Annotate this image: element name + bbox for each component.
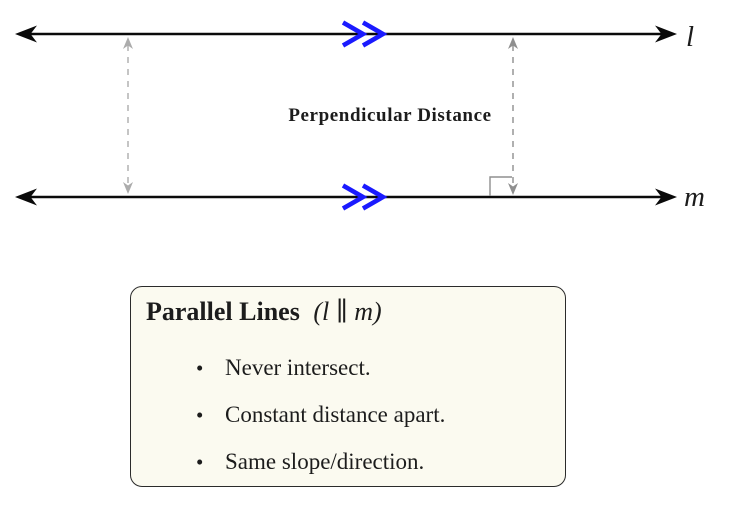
right-angle-mark [489,176,512,196]
line-l-left-arrow-icon [15,25,37,43]
distance-arrow-right [489,37,518,196]
parallel-mark-icon-l [341,20,388,48]
list-item: • Never intersect. [196,354,549,382]
parallel-mark-icon-m [341,183,388,211]
up-arrow-icon [123,37,133,49]
perpendicular-distance-label: Perpendicular Distance [288,105,491,126]
definition-box: Parallel Lines (l ∥ m) • Never intersect… [130,286,566,487]
line-m-label: m [684,181,705,213]
line-l-label: l [686,21,694,53]
down-arrow-icon [508,183,518,195]
line-l-right-arrow-icon [655,25,677,43]
bullet-text: Never intersect. [225,355,371,380]
chevron-icon [361,183,388,211]
list-item: • Constant distance apart. [196,401,549,429]
box-title-text: Parallel Lines [146,297,300,326]
line-m-right-arrow-icon [655,188,677,206]
bullet-icon: • [196,356,204,380]
bullet-text: Constant distance apart. [225,402,446,427]
down-arrow-icon [123,182,133,194]
bullet-icon: • [196,403,204,427]
box-title: Parallel Lines (l ∥ m) [146,296,549,328]
up-arrow-icon [508,37,518,49]
properties-list: • Never intersect. • Constant distance a… [146,354,549,476]
bullet-text: Same slope/direction. [225,449,425,474]
list-item: • Same slope/direction. [196,448,549,476]
bullet-icon: • [196,450,204,474]
chevron-icon [341,183,368,211]
distance-arrow-left [123,37,133,194]
line-m-left-arrow-icon [15,188,37,206]
chevron-icon [361,20,388,48]
chevron-icon [341,20,368,48]
parallel-lines-diagram: l m Perpendicular Distance [15,20,705,213]
box-title-math: (l ∥ m) [313,297,382,326]
